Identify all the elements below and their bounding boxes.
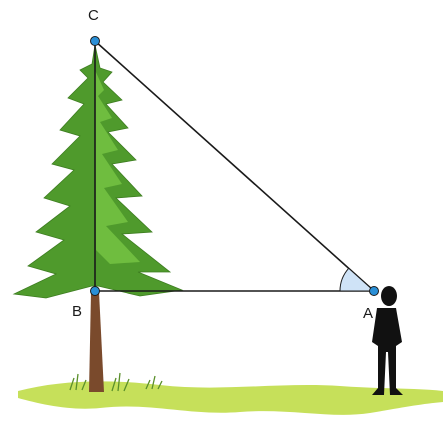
label-c: C <box>88 7 99 24</box>
point-c <box>90 36 100 46</box>
person-silhouette-icon <box>372 286 403 395</box>
label-a: A <box>363 305 373 322</box>
tree-foliage-highlight <box>95 70 140 264</box>
point-a <box>369 286 379 296</box>
point-b <box>90 286 100 296</box>
angle-a-marker <box>339 267 376 292</box>
triangle <box>94 40 375 292</box>
label-b: B <box>72 303 82 320</box>
tree-trunk <box>89 292 104 392</box>
side-ca <box>94 40 375 292</box>
grass-icon <box>69 372 163 392</box>
